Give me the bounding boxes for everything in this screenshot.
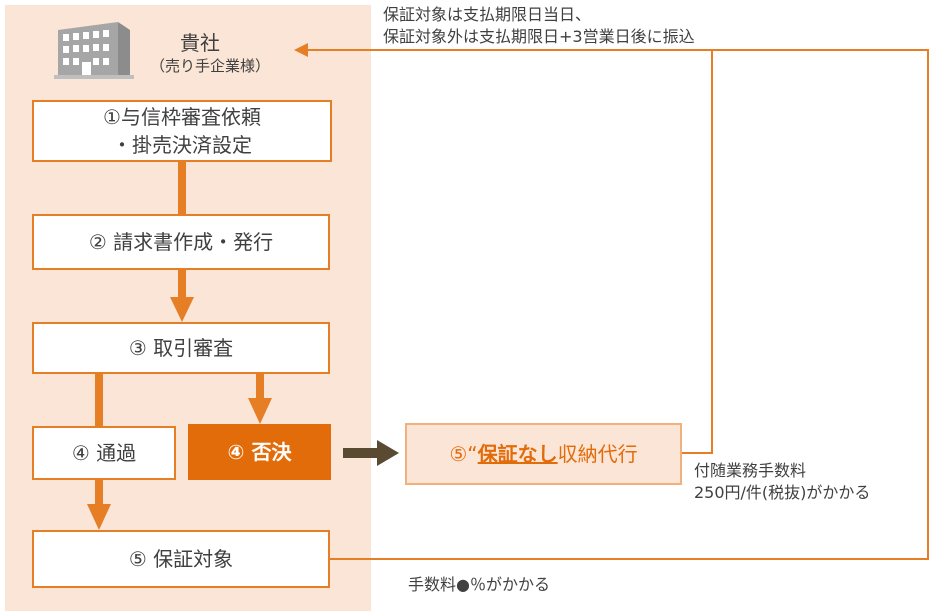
step2-label: ② 請求書作成・発行 xyxy=(88,230,274,254)
flow-arrows xyxy=(87,162,272,530)
payout-note-line2: 保証対象外は支払期限日+3営業日後に振込 xyxy=(383,27,695,46)
extra-fee-note: 付随業務手数料 250円/件(税抜)がかかる xyxy=(694,460,870,504)
step4-pass-box: ④ 通過 xyxy=(32,426,176,480)
reject-arrow xyxy=(343,440,399,466)
payout-note: 保証対象は支払期限日当日、 保証対象外は支払期限日+3営業日後に振込 xyxy=(383,4,695,48)
step4-pass-label: ④ 通過 xyxy=(71,441,137,465)
step5-collection-box: ⑤“ 保証なし収納代行 xyxy=(405,423,682,485)
step2-box: ② 請求書作成・発行 xyxy=(32,214,330,270)
step3-box: ③ 取引審査 xyxy=(32,322,330,374)
payout-arrowhead xyxy=(294,43,308,57)
step1-box: ①与信枠審査依頼 ・掛売決済設定 xyxy=(32,100,332,162)
extra-fee-line2: 250円/件(税抜)がかかる xyxy=(694,483,871,502)
building-icon xyxy=(54,22,134,79)
fee-note: 手数料●％がかかる xyxy=(408,575,550,594)
step4-reject-label: ④ 否決 xyxy=(227,440,292,464)
step5-guarantee-label: ⑤ 保証対象 xyxy=(128,547,234,571)
step1-line2: ・掛売決済設定 xyxy=(112,133,252,157)
step1-line1: ①与信枠審査依頼 xyxy=(103,105,261,129)
payout-lines xyxy=(305,49,929,560)
step5-suffix: 収納代行 xyxy=(557,442,638,466)
step5-guarantee-box: ⑤ 保証対象 xyxy=(32,530,330,588)
step5-emphasis: 保証なし xyxy=(477,442,558,466)
company-name-block: 貴社 （売り手企業様） xyxy=(150,30,271,76)
step3-label: ③ 取引審査 xyxy=(128,336,234,360)
company-name: 貴社 xyxy=(180,31,220,55)
payout-note-line1: 保証対象は支払期限日当日、 xyxy=(383,5,592,24)
company-sub: （売り手企業様） xyxy=(150,57,271,75)
step5-prefix: ⑤“ xyxy=(449,442,478,466)
step4-reject-box: ④ 否決 xyxy=(188,424,331,480)
extra-fee-line1: 付随業務手数料 xyxy=(694,461,807,480)
